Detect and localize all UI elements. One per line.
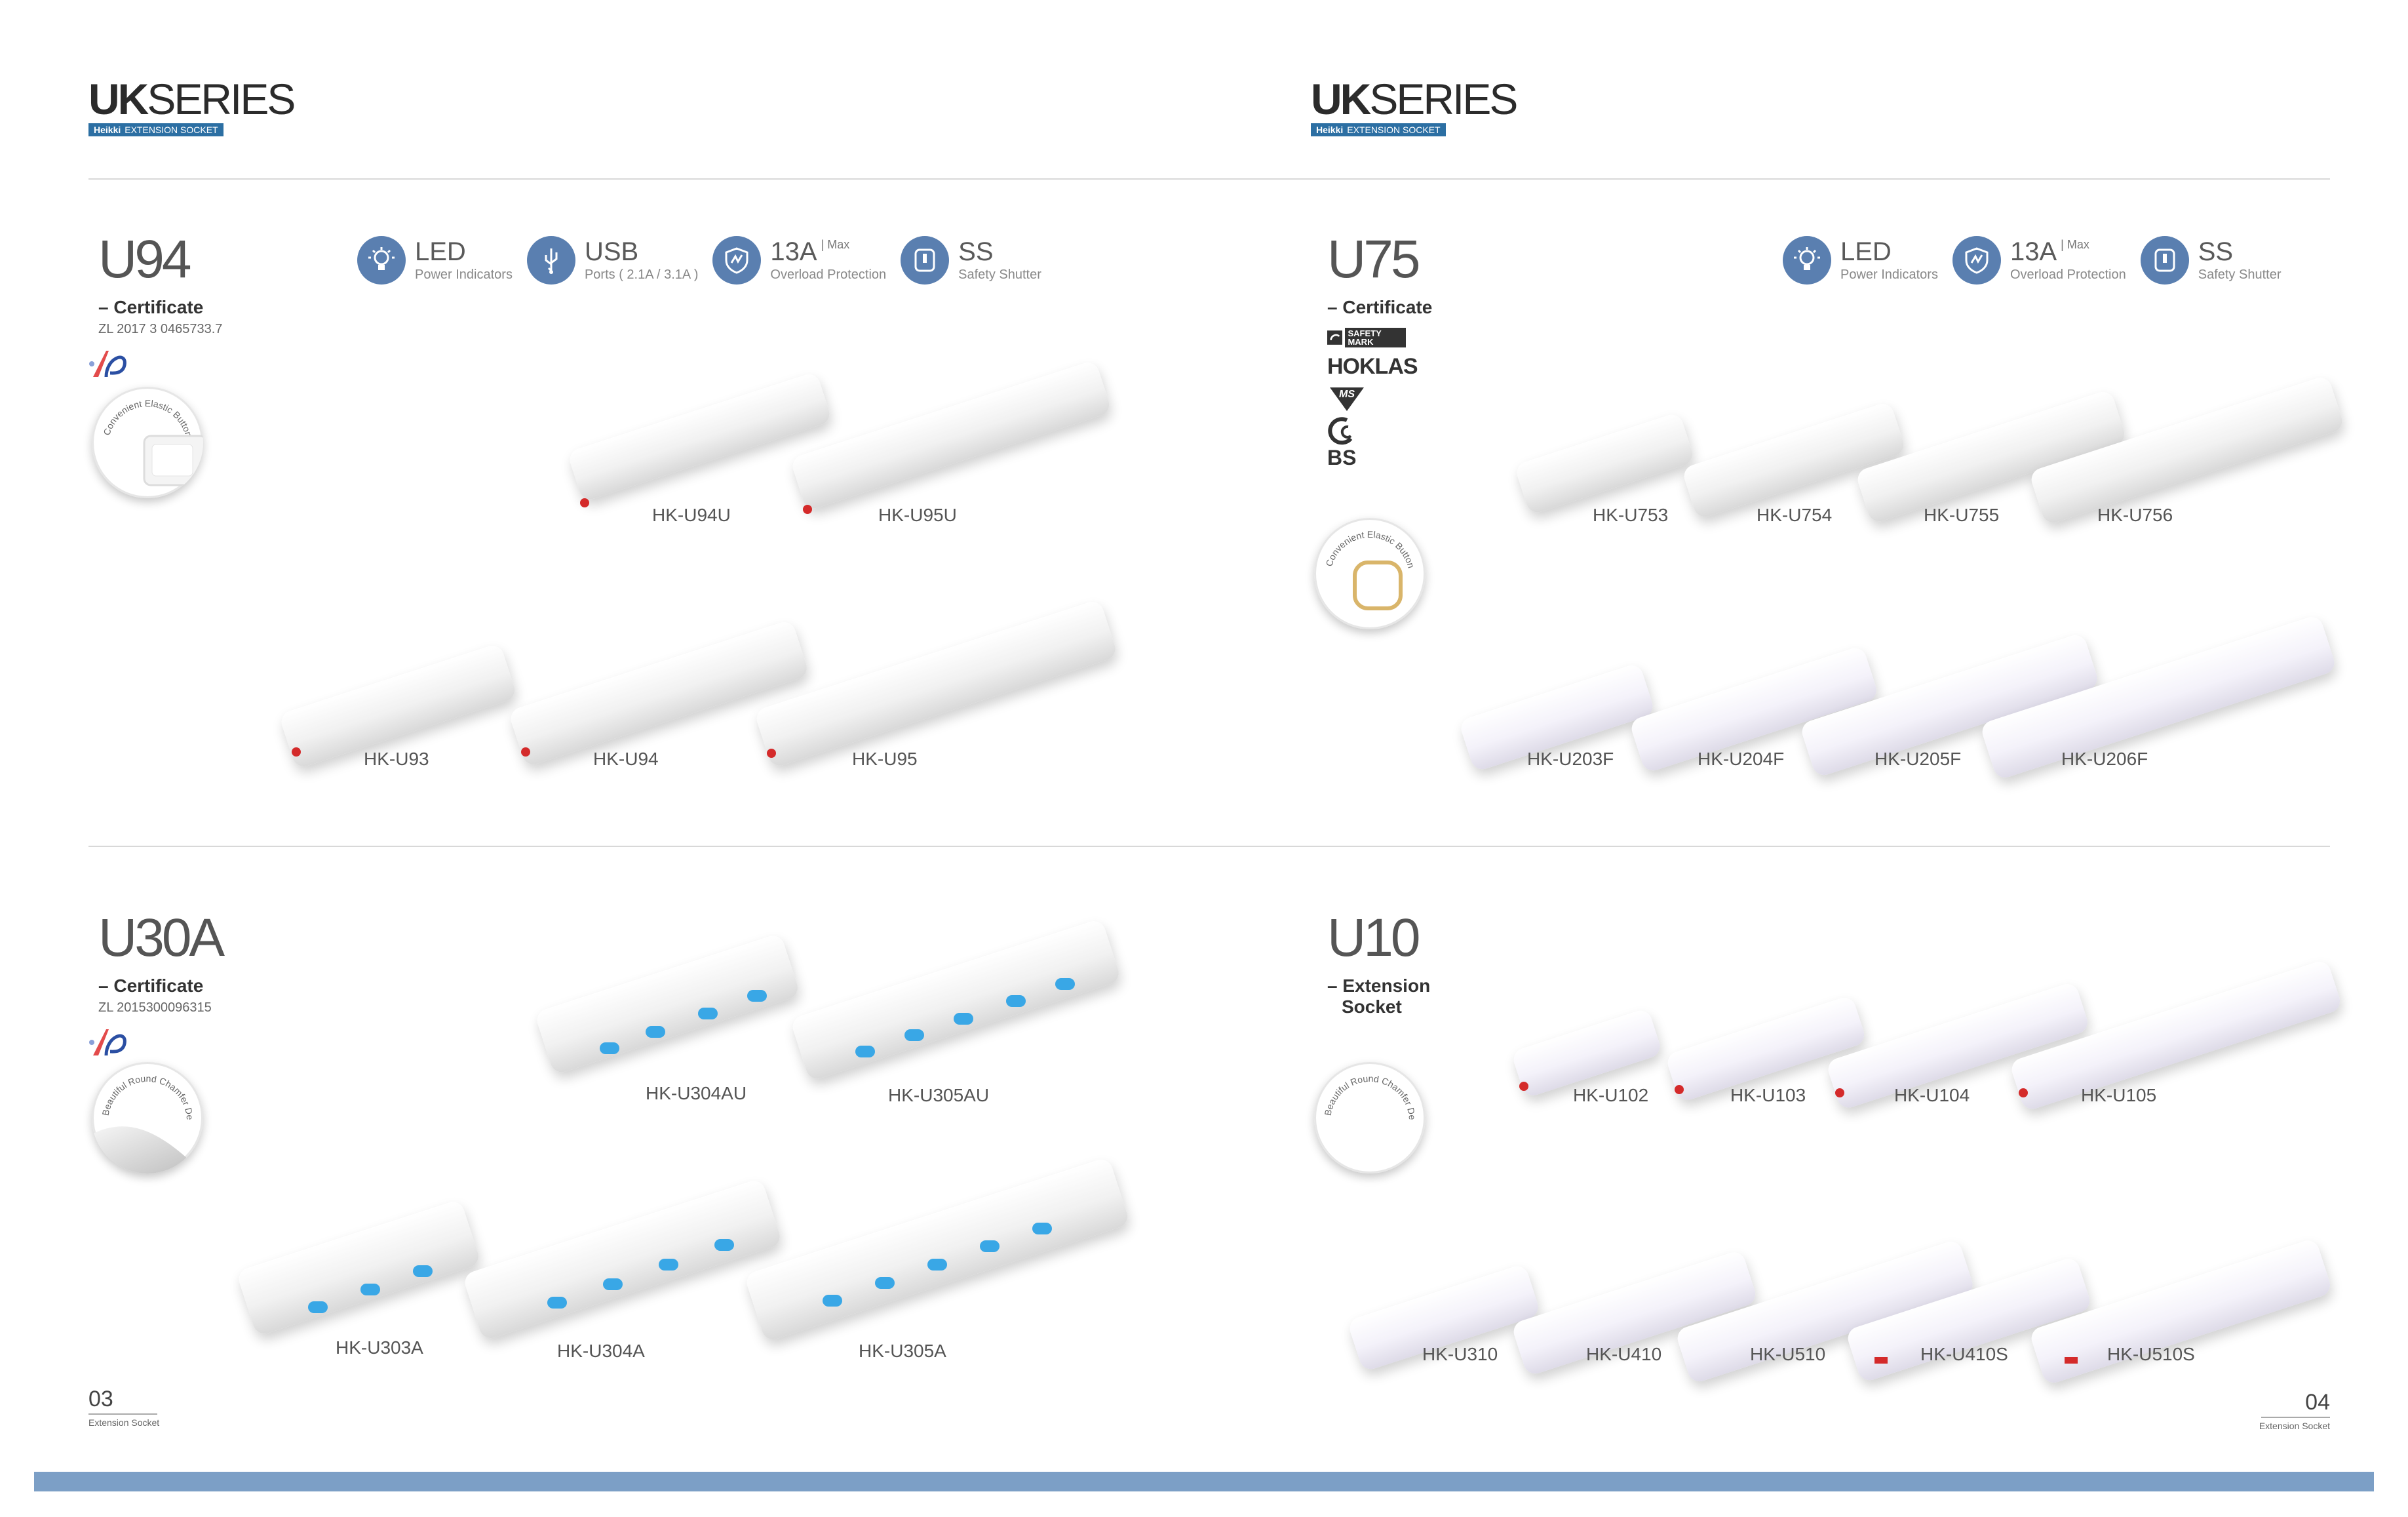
bs-logo: BS [1327,416,1406,470]
patent-number: ZL 2015300096315 [98,1000,212,1015]
product-label: HK-U102 [1573,1085,1649,1105]
usb-icon [526,236,575,285]
product-label: HK-U95U [878,505,957,525]
certificate-label: – Certificate [98,975,204,996]
model-title: U94 [98,229,191,289]
safety-mark-logo: SAFETY MARK [1327,328,1406,347]
product-label: HK-U305AU [888,1085,990,1105]
patent-number: ZL 2017 3 0465733.7 [98,322,223,336]
product-label: HK-U754 [1757,505,1833,525]
bulb-icon [1783,236,1831,285]
svg-text:Beautiful Round Chamfer Design: Beautiful Round Chamfer Design [1314,1062,1418,1120]
product-label: HK-U303A [336,1337,423,1358]
elastic-button-badge: Convenient Elastic Button [1314,518,1426,629]
ms-logo: MS [1327,385,1367,414]
product-label: HK-U203F [1527,749,1614,769]
product-label: HK-U205F [1874,749,1962,769]
product-label: HK-U103 [1730,1085,1806,1105]
round-chamfer-badge: Beautiful Round Chamfer Design [1314,1062,1426,1173]
section-u10: U10 – Extension Socket [1327,911,1430,1017]
middle-divider [88,846,2330,847]
product-hk-u305a[interactable] [744,1156,1131,1343]
bulb-icon [357,236,406,285]
product-label: HK-U304A [557,1341,645,1361]
section-u30a: U30A – Certificate ZL 2015300096315 [98,908,225,1015]
shutter-icon [901,236,950,285]
product-label: HK-U510S [2107,1344,2195,1364]
svg-text:Beautiful Round Chamfer Design: Beautiful Round Chamfer Design [92,1062,195,1120]
product-label: HK-U310 [1422,1344,1498,1364]
shutter-icon [2140,236,2189,285]
certification-logos: SAFETY MARK HOKLAS MS BS [1327,328,1418,470]
product-label: HK-U410 [1586,1344,1662,1364]
shield-icon [712,236,762,285]
hoklas-logo: HOKLAS [1327,354,1418,379]
product-label: HK-U305A [859,1341,946,1361]
svg-text:Convenient Elastic Button: Convenient Elastic Button [101,398,194,438]
product-label: HK-U204F [1698,749,1785,769]
certificate-label: – Certificate [1327,297,1433,317]
product-hk-u304au[interactable] [534,932,801,1076]
product-hk-u95[interactable] [754,599,1119,769]
round-chamfer-badge: Beautiful Round Chamfer Design [92,1062,203,1173]
brand-title: UKSERIES [88,75,296,123]
product-label: HK-U304AU [646,1083,747,1103]
safety-mark-icon [1327,330,1343,345]
patent-logo-icon [89,1029,126,1056]
kitemark-icon [1328,417,1353,445]
product-label: HK-U410S [1920,1344,2008,1364]
product-hk-u753[interactable] [1514,412,1696,516]
section-u94: U94 – Certificate ZL 2017 3 0465733.7 [98,233,222,337]
extension-label: – Extension [1327,975,1431,996]
model-title: U10 [1327,908,1420,968]
product-label: HK-U105 [2081,1085,2157,1105]
top-divider [88,178,2330,180]
product-hk-u305au[interactable] [790,918,1122,1082]
left-page-number: 03 Extension Socket [88,1387,160,1428]
product-hk-u95u[interactable] [790,359,1112,511]
product-label: HK-U94 [593,749,659,769]
product-label: HK-U104 [1894,1085,1970,1105]
footer-bar [34,1472,2374,1491]
section-u75: U75 – Certificate [1327,233,1432,318]
socket-label: Socket [1342,996,1402,1017]
product-label: HK-U753 [1593,505,1669,525]
model-title: U75 [1327,229,1420,289]
right-page-number: 04 Extension Socket [2259,1390,2330,1431]
model-title: U30A [98,908,225,968]
product-label: HK-U206F [2061,749,2148,769]
product-label: HK-U93 [364,749,429,769]
product-hk-u94u[interactable] [567,371,833,503]
product-label: HK-U95 [852,749,918,769]
elastic-button-badge: Convenient Elastic Button [92,387,203,498]
certificate-label: – Certificate [98,297,204,317]
patent-logo-icon [89,351,126,378]
product-label: HK-U510 [1750,1344,1826,1364]
product-hk-u303a[interactable] [236,1198,482,1337]
product-hk-u304a[interactable] [462,1177,783,1341]
product-label: HK-U755 [1924,505,2000,525]
brand-title: UKSERIES [1311,75,1518,123]
product-label: HK-U94U [652,505,731,525]
product-label: HK-U756 [2097,505,2173,525]
shield-icon [1952,236,2001,285]
